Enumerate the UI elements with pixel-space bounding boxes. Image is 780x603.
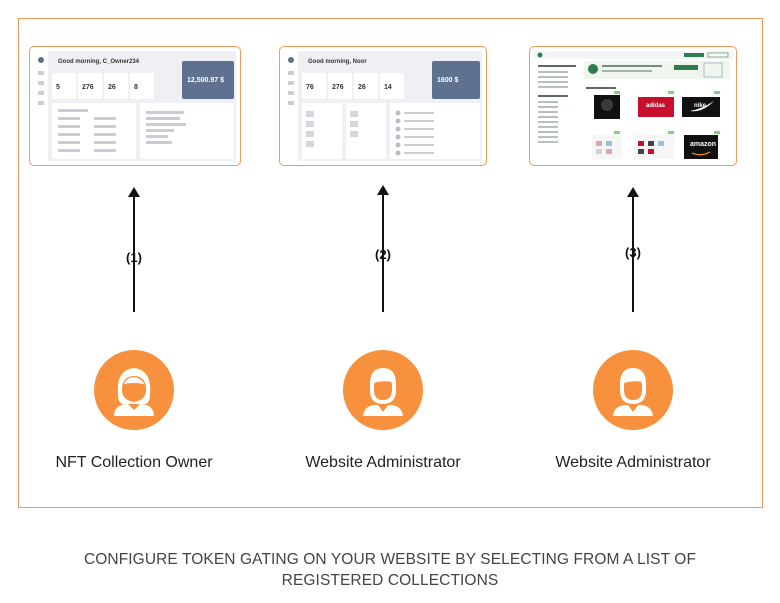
amazon-tile-label: amazon xyxy=(690,141,717,148)
balance-admin: 1600 $ xyxy=(437,77,459,84)
arrow-step-3 xyxy=(627,187,639,312)
adidas-tile-label: adidas xyxy=(646,103,666,109)
screenshot-owner-dashboard: Good morning, C_Owner234 5 276 26 8 12,5… xyxy=(29,46,241,166)
greeting-admin: Good morning, Noor xyxy=(308,59,367,65)
greeting-owner: Good morning, C_Owner234 xyxy=(58,59,140,65)
arrow-step-1 xyxy=(128,187,140,312)
screenshot-storefront: adidas nike amazon xyxy=(529,46,737,166)
dashboard-mockup-2 xyxy=(284,51,480,163)
caption-line-1: CONFIGURE TOKEN GATING ON YOUR WEBSITE B… xyxy=(83,551,697,568)
stat-owner-2: 276 xyxy=(82,84,94,91)
arrow-step-2 xyxy=(377,185,389,312)
male-user-avatar-icon xyxy=(343,350,423,430)
stat-admin-3: 26 xyxy=(358,84,366,91)
dashboard-mockup-1 xyxy=(34,51,234,163)
balance-owner: 12,500.97 $ xyxy=(187,77,224,84)
step-label-3: (3) xyxy=(625,245,641,260)
diagram-caption: CONFIGURE TOKEN GATING ON YOUR WEBSITE B… xyxy=(0,549,780,591)
step-label-1: (1) xyxy=(126,250,142,265)
female-user-avatar-icon xyxy=(94,350,174,430)
role-label-nft-owner: NFT Collection Owner xyxy=(55,454,213,471)
nike-tile-label: nike xyxy=(694,103,707,109)
stat-owner-1: 5 xyxy=(56,84,60,91)
role-label-admin-1: Website Administrator xyxy=(305,454,461,471)
stat-admin-4: 14 xyxy=(384,84,392,91)
step-label-2: (2) xyxy=(375,247,391,262)
male-user-avatar-icon xyxy=(593,350,673,430)
role-label-admin-2: Website Administrator xyxy=(555,454,711,471)
caption-line-2: REGISTERED COLLECTIONS xyxy=(281,572,499,589)
screenshot-admin-dashboard: Good morning, Noor 76 276 26 14 1600 $ xyxy=(279,46,487,166)
stat-owner-4: 8 xyxy=(134,84,138,91)
diagram-frame xyxy=(18,18,763,508)
stat-admin-2: 276 xyxy=(332,84,344,91)
stat-owner-3: 26 xyxy=(108,84,116,91)
storefront-mockup xyxy=(534,51,734,159)
stat-admin-1: 76 xyxy=(306,84,314,91)
